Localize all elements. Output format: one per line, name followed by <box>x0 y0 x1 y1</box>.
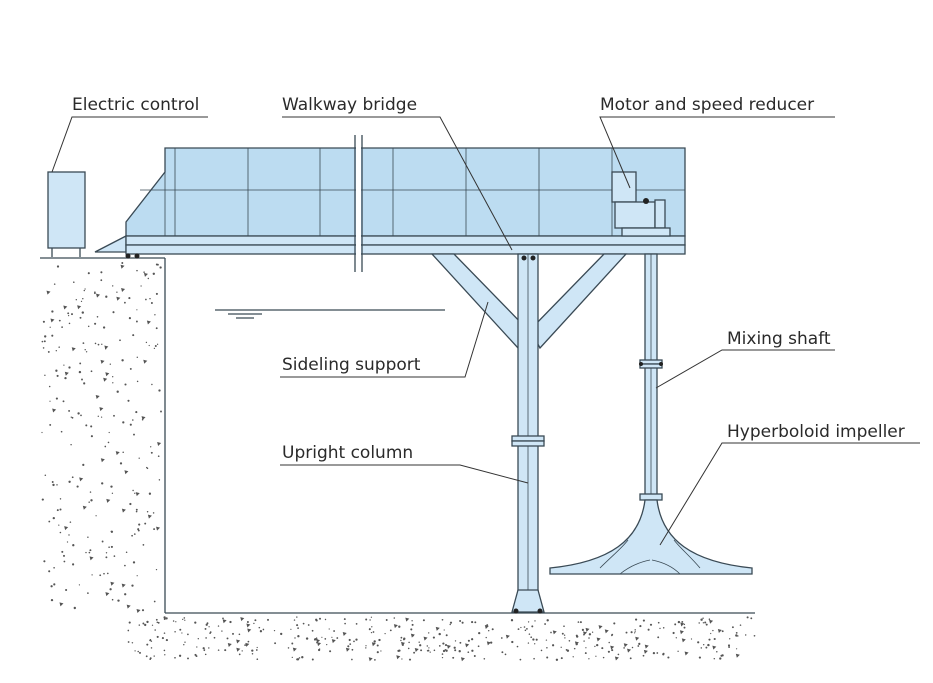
label-walkway-bridge: Walkway bridge <box>282 95 417 115</box>
motor-and-speed-reducer <box>611 171 671 237</box>
electric-control-cabinet <box>47 171 86 257</box>
hyperboloid-impeller <box>549 499 753 575</box>
label-upright-column: Upright column <box>282 443 413 463</box>
label-hyperboloid-impeller: Hyperboloid impeller <box>727 422 905 442</box>
label-mixing-shaft: Mixing shaft <box>727 329 831 349</box>
water-level-symbol <box>215 309 445 319</box>
label-sideling-support: Sideling support <box>282 355 421 375</box>
concrete-texture-bottom <box>127 616 756 662</box>
leader-lines <box>51 116 920 546</box>
mixing-shaft <box>639 253 663 501</box>
upright-column <box>511 253 545 614</box>
label-electric-control: Electric control <box>72 95 199 115</box>
sideling-support <box>430 253 628 350</box>
tank-and-ground <box>40 257 756 662</box>
walkway-bridge <box>94 135 686 272</box>
concrete-texture-left <box>41 262 162 613</box>
label-motor-reducer: Motor and speed reducer <box>600 95 814 115</box>
